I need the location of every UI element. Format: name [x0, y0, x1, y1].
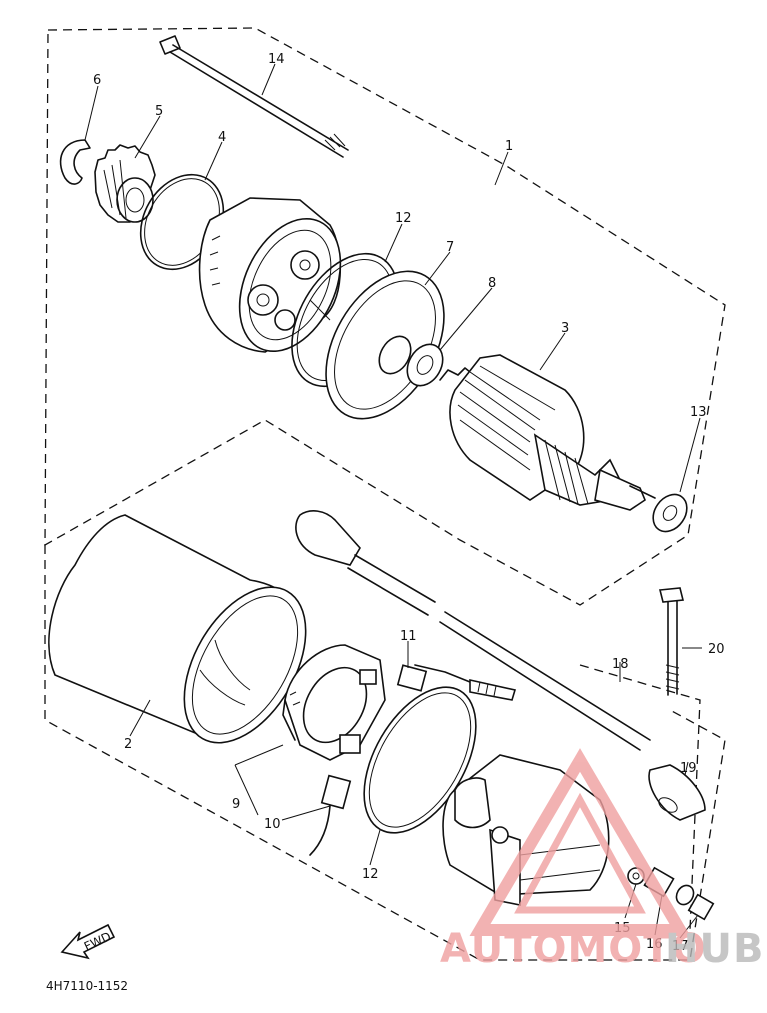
callout-3: 3: [561, 321, 569, 336]
callout-2: 2: [124, 737, 132, 752]
callout-1: 1: [505, 139, 513, 154]
brush-lead-part: [396, 664, 517, 701]
diagram-part-number: 4H7110-1152: [46, 979, 128, 993]
fwd-label: FWD: [82, 929, 113, 954]
callout-6: 6: [93, 73, 101, 88]
callout-10: 10: [264, 817, 281, 832]
callout-14: 14: [268, 52, 285, 67]
callout-17: 17: [672, 939, 689, 954]
callout-19: 19: [680, 761, 697, 776]
callout-16: 16: [646, 937, 663, 952]
callout-12-upper: 12: [395, 211, 412, 226]
o-ring-lower-part: [363, 686, 477, 834]
yoke-housing-part: [48, 514, 307, 744]
leader-lines: [84, 63, 702, 939]
pinion-gear-part: [94, 144, 156, 223]
forward-arrow-icon: FWD: [60, 923, 116, 960]
armature-part: [439, 354, 656, 511]
front-cover-part: [198, 197, 342, 353]
brush-holder-part: [282, 644, 386, 761]
through-bolt-part: [159, 35, 349, 158]
watermark-text-red: AUTOMOTO: [440, 926, 707, 972]
callout-20: 20: [708, 642, 725, 657]
watermark-logo-icon: [469, 748, 691, 936]
callout-4: 4: [218, 130, 226, 145]
callout-18: 18: [612, 657, 629, 672]
callout-8: 8: [488, 276, 496, 291]
automotohub-watermark: AUTOMOTO HUB: [440, 748, 764, 972]
callout-9: 9: [232, 797, 240, 812]
circlip-part: [59, 139, 91, 185]
callout-7: 7: [446, 240, 454, 255]
washer-small-part: [652, 493, 688, 533]
callout-5: 5: [155, 104, 163, 119]
washer-part: [406, 343, 444, 387]
cable-boot-part: [295, 510, 651, 751]
brush-part: [309, 774, 352, 856]
bolt-part: [658, 587, 685, 696]
terminal-boot-part: [648, 764, 706, 821]
callout-12-lower: 12: [362, 867, 379, 882]
callout-11: 11: [400, 629, 417, 644]
callout-13: 13: [690, 405, 707, 420]
watermark-text-grey: HUB: [665, 926, 764, 972]
assembly-boundary: [44, 27, 726, 961]
